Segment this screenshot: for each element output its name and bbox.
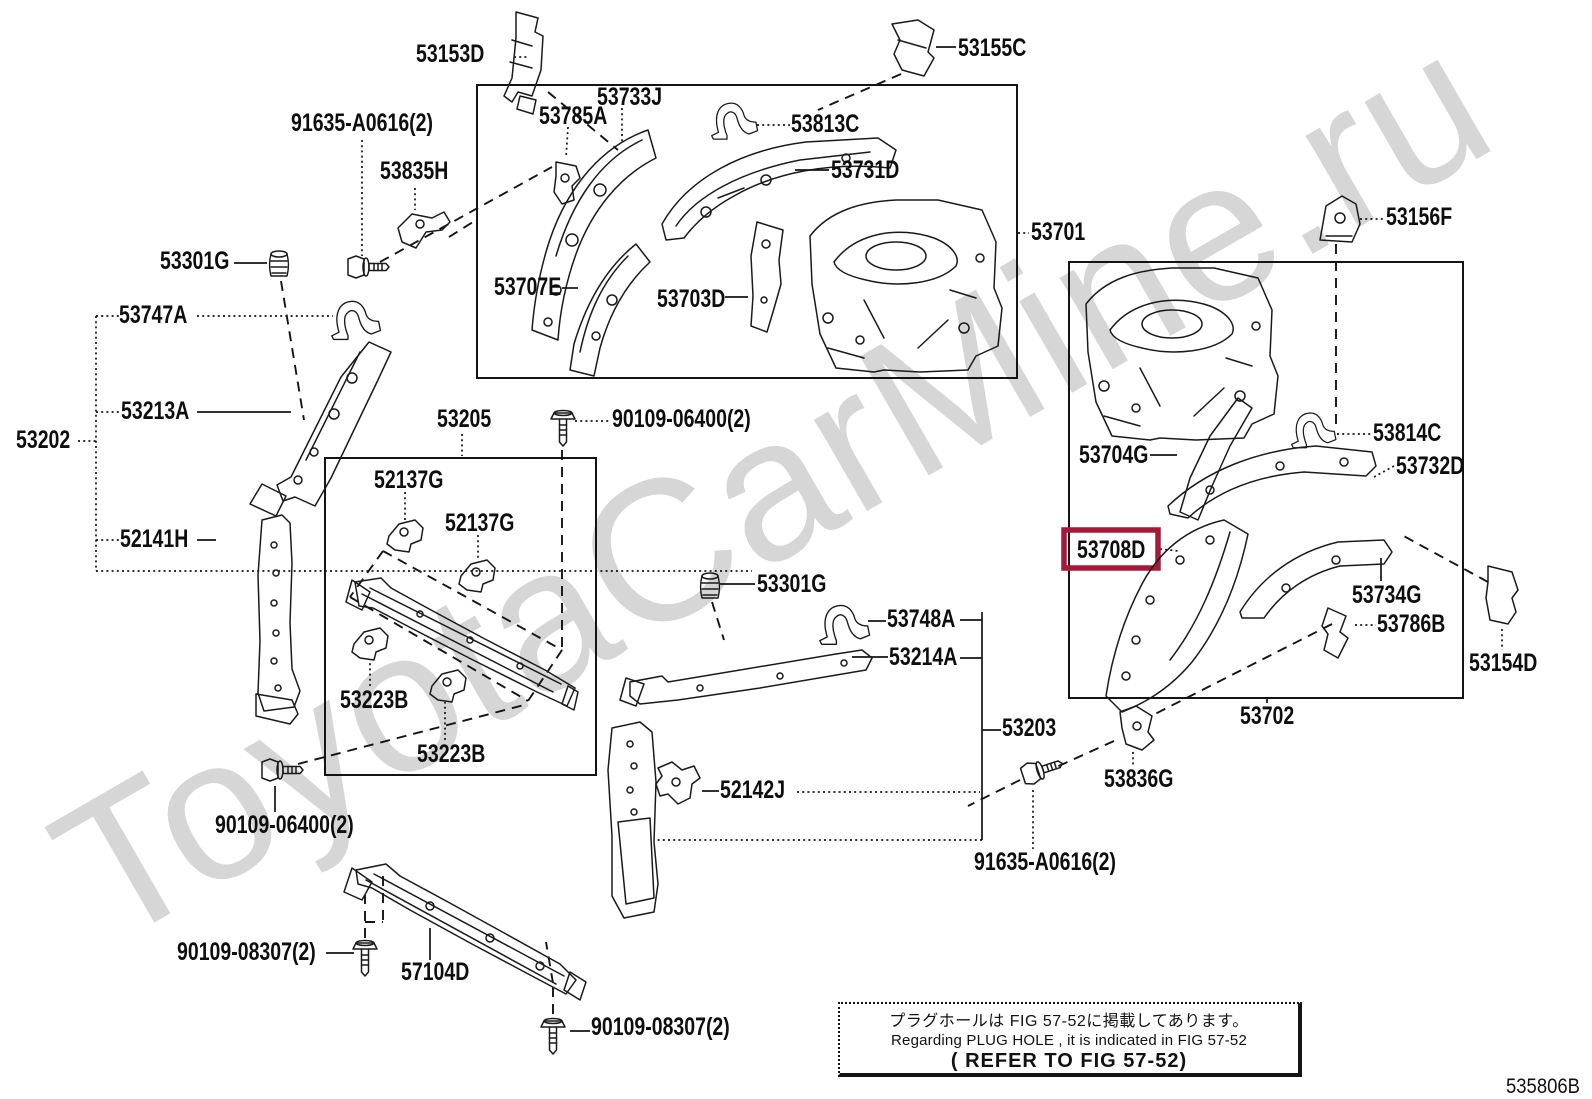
leader-line [545,941,554,984]
part-sketch-53733J [531,129,657,341]
part-sketch-53153D [503,11,544,115]
part-label-53835H: 53835H [380,157,449,185]
part-label-52142J: 52142J [720,776,786,804]
part-sketch-53747A [331,300,382,341]
leader-line [448,221,474,238]
part-sketch-91635-bolt-1 [347,255,390,279]
leader-line [817,73,902,111]
part-label-57104D: 57104D [401,958,470,986]
part-sketch-53813C [711,102,759,140]
part-label-53702: 53702 [1240,702,1295,730]
note-box: プラグホールは FIG 57-52に掲載してあります。 Regarding PL… [838,1002,1302,1077]
leader-line [1154,623,1333,715]
part-label-53708D-highlighted: 53708D [1077,536,1146,564]
part-label-53213A: 53213A [121,397,190,425]
part-sketch-53154D [1485,565,1519,625]
part-label-53205: 53205 [437,405,492,433]
leader-line [565,126,569,159]
part-label-53223B: 53223B [417,740,486,768]
note-line-refer: ( REFER TO FIG 57-52) [950,1050,1188,1072]
part-sketch-53814C [1291,412,1337,449]
leader-line [967,779,1021,807]
part-label-90109-06400(2): 90109-06400(2) [612,405,751,433]
part-sketch-53785A [553,161,581,205]
part-label-90109-08307(2): 90109-08307(2) [591,1013,730,1041]
part-label-90109-08307(2): 90109-08307(2) [177,938,316,966]
part-label-53814C: 53814C [1373,419,1442,447]
part-sketch-91635-bolt-2 [1018,752,1067,788]
part-label-53154D: 53154D [1469,649,1538,677]
watermark-text: ToyotaCarMine.ru [19,0,1526,986]
part-label-53701: 53701 [1031,218,1086,246]
part-sketch-90109-08307-bolt-2 [540,1017,566,1055]
part-sketch-pillar-52142 [607,721,659,919]
part-sketch-53732D [1167,445,1377,519]
part-sketch-53301G-1 [268,250,290,277]
part-label-53153D: 53153D [416,40,485,68]
figure-code: 535806B [1506,1075,1581,1098]
part-label-53747A: 53747A [119,301,188,329]
part-sketch-53748A [819,604,871,646]
part-label-53703D: 53703D [657,285,726,313]
leader-line [1159,548,1179,552]
part-label-53786B: 53786B [1377,610,1446,638]
part-label-91635-A0616(2): 91635-A0616(2) [974,848,1117,876]
part-label-53301G: 53301G [160,247,230,275]
part-label-53156F: 53156F [1386,203,1453,231]
note-line-japanese: プラグホールは FIG 57-52に掲載してあります。 [889,1013,1249,1030]
part-label-53155C: 53155C [958,34,1027,62]
part-sketch-52142J [655,761,701,805]
part-sketch-53836G [1119,705,1155,751]
part-sketch-53731D [661,137,897,241]
leader-line [280,280,305,421]
part-label-53734G: 53734G [1352,581,1422,609]
part-sketch-53835H [397,211,451,249]
part-sketch-53704G [1179,397,1253,521]
part-label-52137G: 52137G [374,466,444,494]
part-sketch-90109-06400-bolt-1 [550,409,576,447]
part-label-53732D: 53732D [1396,452,1465,480]
part-label-52141H: 52141H [120,525,189,553]
part-label-53707E: 53707E [494,273,562,301]
part-label-53731D: 53731D [831,156,900,184]
part-label-53785A: 53785A [539,102,608,130]
part-label-91635-A0616(2): 91635-A0616(2) [291,109,434,137]
part-label-53301G: 53301G [757,570,827,598]
part-label-52137G: 52137G [445,509,515,537]
leader-line [1373,465,1395,478]
note-line-english: Regarding PLUG HOLE , it is indicated in… [891,1032,1247,1049]
part-sketch-53786B [1321,607,1349,659]
part-sketch-53155C [891,19,935,77]
part-sketch-90109-08307-bolt-1 [352,939,378,977]
leader-line [1399,533,1489,583]
part-sketch-52137G-1 [386,519,424,553]
part-label-53704G: 53704G [1079,441,1149,469]
part-label-53223B: 53223B [340,686,409,714]
part-label-53214A: 53214A [889,643,958,671]
part-label-90109-06400(2): 90109-06400(2) [215,811,354,839]
part-label-53836G: 53836G [1104,765,1174,793]
part-sketch-53703D [750,221,784,333]
part-sketch-53213A [249,341,392,517]
part-label-53813C: 53813C [791,110,860,138]
part-sketch-53707E [569,243,651,377]
part-label-53203: 53203 [1002,714,1057,742]
part-label-53202: 53202 [16,426,71,454]
part-label-53748A: 53748A [887,605,956,633]
